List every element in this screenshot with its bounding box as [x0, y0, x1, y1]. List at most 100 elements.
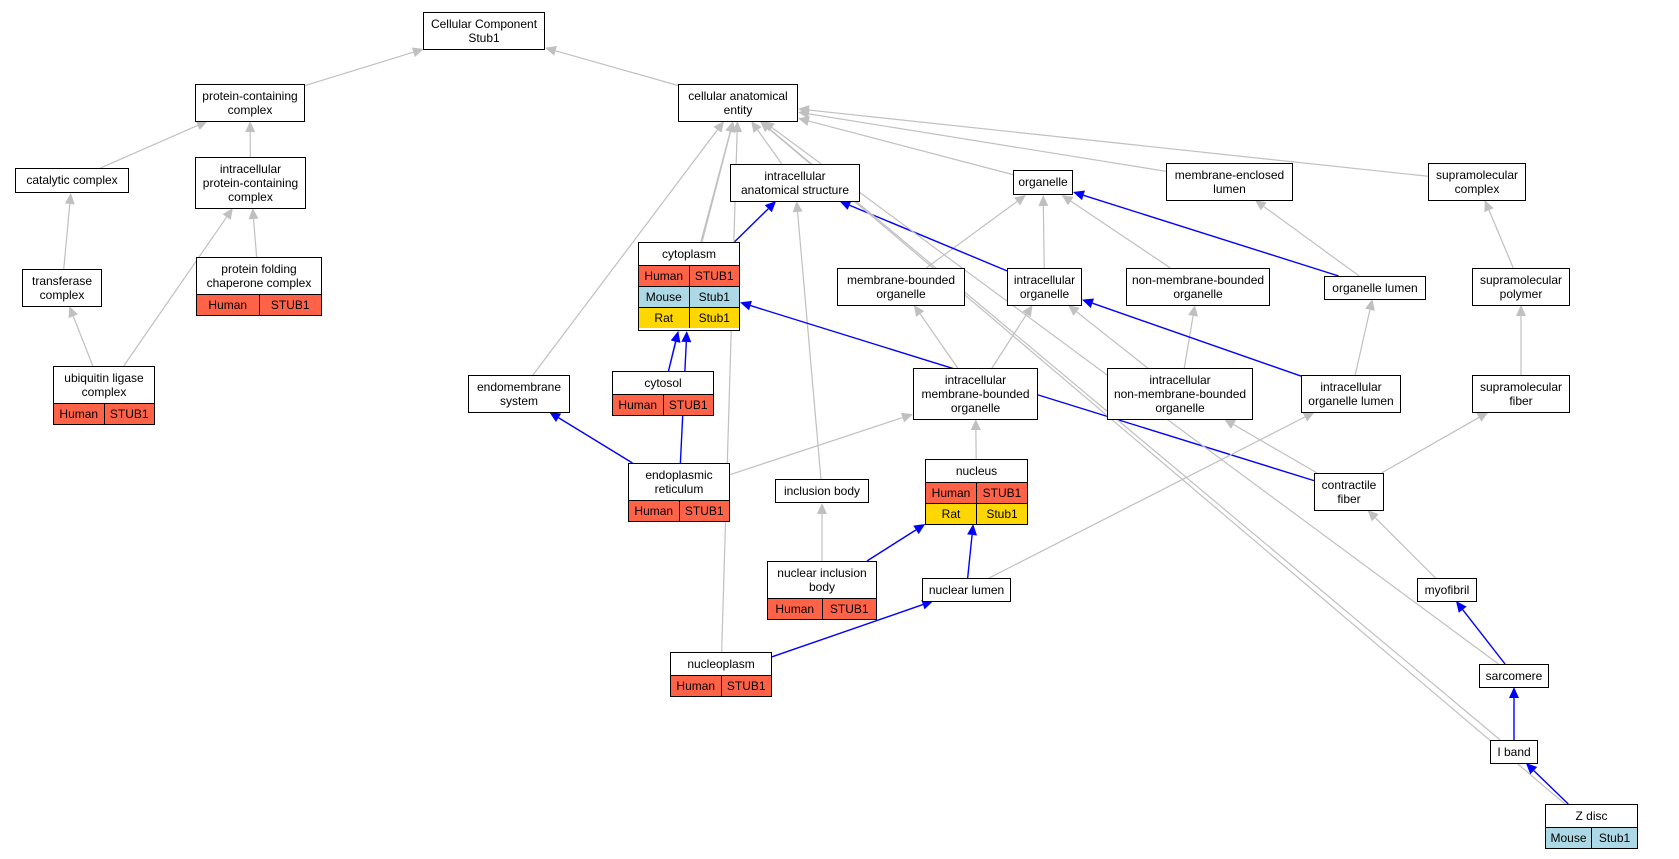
node-sarcomere[interactable]: sarcomere — [1479, 664, 1549, 688]
edge-line — [866, 529, 917, 562]
node-label: nuclear inclusion body — [777, 566, 867, 594]
arrowhead — [1223, 419, 1236, 429]
edge-is-a — [63, 193, 75, 270]
node-intracellular-organelle[interactable]: intracellular organelle — [1007, 268, 1082, 306]
node-label: non-membrane-bounded organelle — [1131, 273, 1265, 301]
gene-cell: STUB1 — [678, 501, 730, 521]
arrowhead — [817, 503, 827, 514]
node-intracellular-pcc[interactable]: intracellular protein-containing complex — [195, 157, 306, 209]
arrowhead — [549, 412, 562, 423]
node-label: nucleus — [955, 464, 998, 478]
arrowhead — [68, 306, 78, 319]
arrowhead — [1073, 190, 1085, 201]
node-label: transferase complex — [31, 274, 93, 302]
node-intracellular-anatomical-structure[interactable]: intracellular anatomical structure — [730, 164, 860, 202]
edge-line — [991, 313, 1028, 369]
edge-part-of — [839, 200, 1008, 272]
node-i-band[interactable]: I band — [1490, 740, 1538, 764]
arrowhead — [1525, 763, 1538, 775]
node-organelle-lumen[interactable]: organelle lumen — [1324, 276, 1426, 300]
edge-line — [721, 131, 738, 653]
gene-cell: STUB1 — [662, 395, 714, 415]
node-intracellular-mbo[interactable]: intracellular membrane-bounded organelle — [913, 368, 1038, 420]
node-catalytic-complex[interactable]: catalytic complex — [15, 168, 129, 193]
node-label: supramolecular polymer — [1479, 273, 1563, 301]
edge-line — [1092, 302, 1302, 377]
edge-line — [532, 129, 718, 376]
edge-is-a — [1061, 195, 1171, 269]
node-label: intracellular organelle — [1013, 273, 1076, 301]
node-intracellular-nmbo[interactable]: intracellular non-membrane-bounded organ… — [1107, 368, 1253, 420]
edge-line — [558, 417, 633, 464]
edge-line — [304, 51, 414, 87]
node-cellular-anatomical-entity[interactable]: cellular anatomical entity — [678, 84, 798, 122]
node-protein-containing-complex[interactable]: protein-containing complex — [195, 84, 305, 122]
edge-part-of — [1073, 190, 1339, 277]
node-non-membrane-bounded-organelle[interactable]: non-membrane-bounded organelle — [1126, 268, 1270, 306]
edge-line — [757, 129, 783, 165]
edge-is-a — [925, 195, 1026, 269]
node-label: membrane-enclosed lumen — [1174, 168, 1285, 196]
edge-line — [796, 211, 822, 480]
edge-is-a — [248, 208, 259, 258]
gene-cell: STUB1 — [103, 404, 155, 424]
node-nuclear-lumen[interactable]: nuclear lumen — [922, 578, 1011, 602]
species-cell: Human — [931, 486, 971, 500]
node-myofibril[interactable]: myofibril — [1417, 578, 1477, 602]
edge-line — [771, 603, 924, 658]
edge-is-a — [991, 305, 1033, 369]
edge-part-of — [966, 524, 978, 579]
arrowhead — [913, 305, 925, 317]
edge-is-a — [1516, 305, 1526, 375]
arrowhead — [1367, 510, 1379, 522]
arrowhead — [967, 524, 978, 536]
node-label: protein-containing complex — [202, 89, 298, 117]
species-cell: Human — [775, 602, 815, 616]
edge-is-a — [798, 108, 1167, 172]
node-membrane-bounded-organelle[interactable]: membrane-bounded organelle — [837, 268, 965, 306]
arrowhead — [713, 121, 725, 133]
arrowhead — [1061, 195, 1074, 206]
edge-is-a — [123, 208, 233, 367]
gene-cell: STUB1 — [258, 295, 322, 315]
edge-is-a — [1484, 200, 1514, 269]
node-membrane-enclosed-lumen[interactable]: membrane-enclosed lumen — [1166, 163, 1293, 201]
node-endomembrane-system[interactable]: endomembrane system — [468, 375, 570, 413]
edge-line — [1354, 309, 1371, 376]
species-cell: Human — [208, 298, 248, 312]
node-transferase-complex[interactable]: transferase complex — [22, 269, 102, 307]
node-inclusion-body[interactable]: inclusion body — [775, 479, 869, 503]
edge-line — [919, 313, 959, 369]
node-contractile-fiber[interactable]: contractile fiber — [1314, 473, 1384, 511]
species-cell: Mouse — [1550, 831, 1587, 845]
edge-is-a — [798, 116, 1014, 176]
arrowhead — [900, 412, 913, 423]
node-label: endomembrane system — [476, 380, 562, 408]
gene-cell: STUB1 — [821, 599, 877, 619]
node-label: intracellular membrane-bounded organelle — [921, 373, 1030, 415]
node-cc-stub1[interactable]: Cellular Component Stub1 — [423, 12, 545, 50]
node-intracellular-organelle-lumen[interactable]: intracellular organelle lumen — [1301, 375, 1401, 413]
node-label: contractile fiber — [1321, 478, 1377, 506]
edge-line — [1381, 416, 1480, 474]
node-label: nuclear lumen — [928, 583, 1005, 597]
node-organelle[interactable]: organelle — [1013, 170, 1073, 195]
edge-is-a — [1223, 419, 1318, 474]
node-supramolecular-polymer[interactable]: supramolecular polymer — [1472, 268, 1570, 306]
node-supramolecular-complex[interactable]: supramolecular complex — [1428, 163, 1526, 201]
node-label: I band — [1497, 745, 1531, 759]
node-supramolecular-fiber[interactable]: supramolecular fiber — [1472, 375, 1570, 413]
